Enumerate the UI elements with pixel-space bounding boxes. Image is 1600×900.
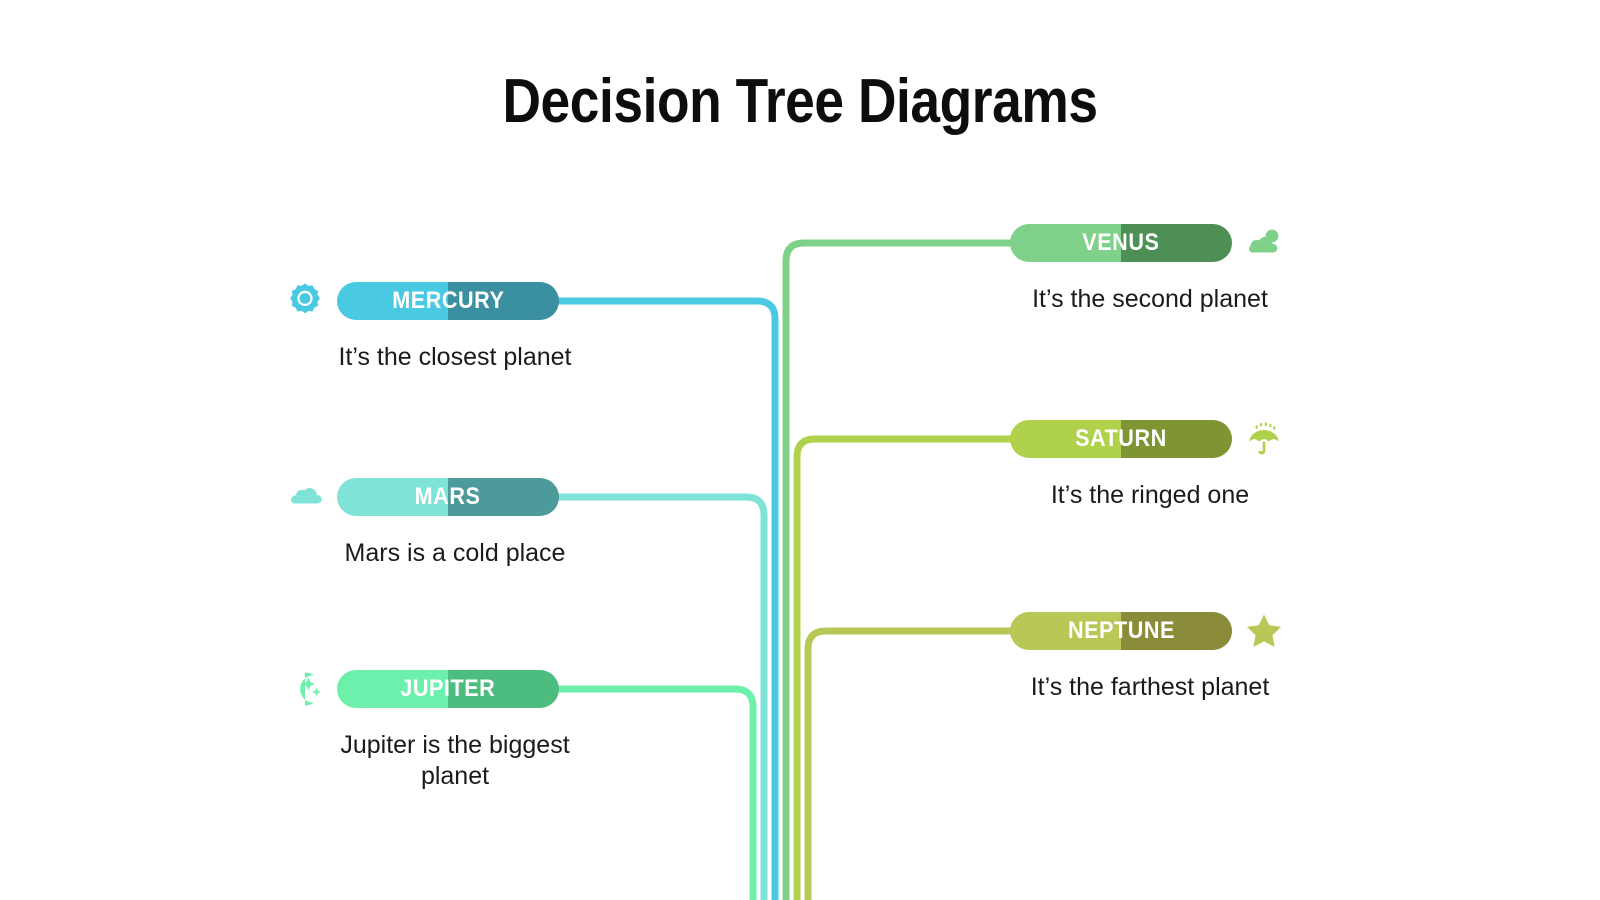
node-description: It’s the second planet (1032, 285, 1268, 313)
connector-venus (782, 239, 1014, 900)
pill-mercury[interactable]: MERCURY (337, 282, 559, 320)
pill-label: MARS (415, 483, 481, 510)
node-jupiter[interactable]: JUPITER Jupiter is the biggest planet (283, 668, 583, 792)
pill-label: NEPTUNE (1067, 617, 1175, 644)
pill-label: JUPITER (400, 675, 496, 702)
node-saturn[interactable]: SATURN It’s the ringed one (1010, 418, 1310, 511)
node-neptune[interactable]: NEPTUNE It’s the farthest planet (1010, 610, 1310, 703)
node-description: It’s the farthest planet (1030, 673, 1270, 701)
node-description: Mars is a cold place (344, 539, 566, 567)
moon-stars-icon (283, 667, 327, 711)
node-mercury[interactable]: MERCURY It’s the closest planet (283, 280, 583, 373)
node-description: Jupiter is the biggest planet (340, 731, 570, 790)
pill-mars[interactable]: MARS (337, 478, 559, 516)
pill-label: SATURN (1075, 425, 1167, 452)
pill-venus[interactable]: VENUS (1010, 224, 1232, 262)
cloud-sun-icon (1242, 221, 1286, 265)
node-description: It’s the ringed one (1050, 481, 1250, 509)
gear-icon (283, 279, 327, 323)
node-description: It’s the closest planet (338, 343, 572, 371)
connector-mercury (545, 297, 779, 900)
connector-neptune (804, 627, 1014, 900)
pill-label: MERCURY (391, 287, 505, 314)
pill-label: VENUS (1082, 229, 1160, 256)
node-venus[interactable]: VENUS It’s the second planet (1010, 222, 1310, 315)
node-mars[interactable]: MARS Mars is a cold place (283, 476, 583, 569)
star-icon (1242, 609, 1286, 653)
page-title: Decision Tree Diagrams (502, 67, 1098, 136)
connector-saturn (793, 435, 1014, 900)
pill-saturn[interactable]: SATURN (1010, 420, 1232, 458)
pill-jupiter[interactable]: JUPITER (337, 670, 559, 708)
umbrella-rain-icon (1242, 417, 1286, 461)
cloud-icon (283, 475, 327, 519)
pill-neptune[interactable]: NEPTUNE (1010, 612, 1232, 650)
